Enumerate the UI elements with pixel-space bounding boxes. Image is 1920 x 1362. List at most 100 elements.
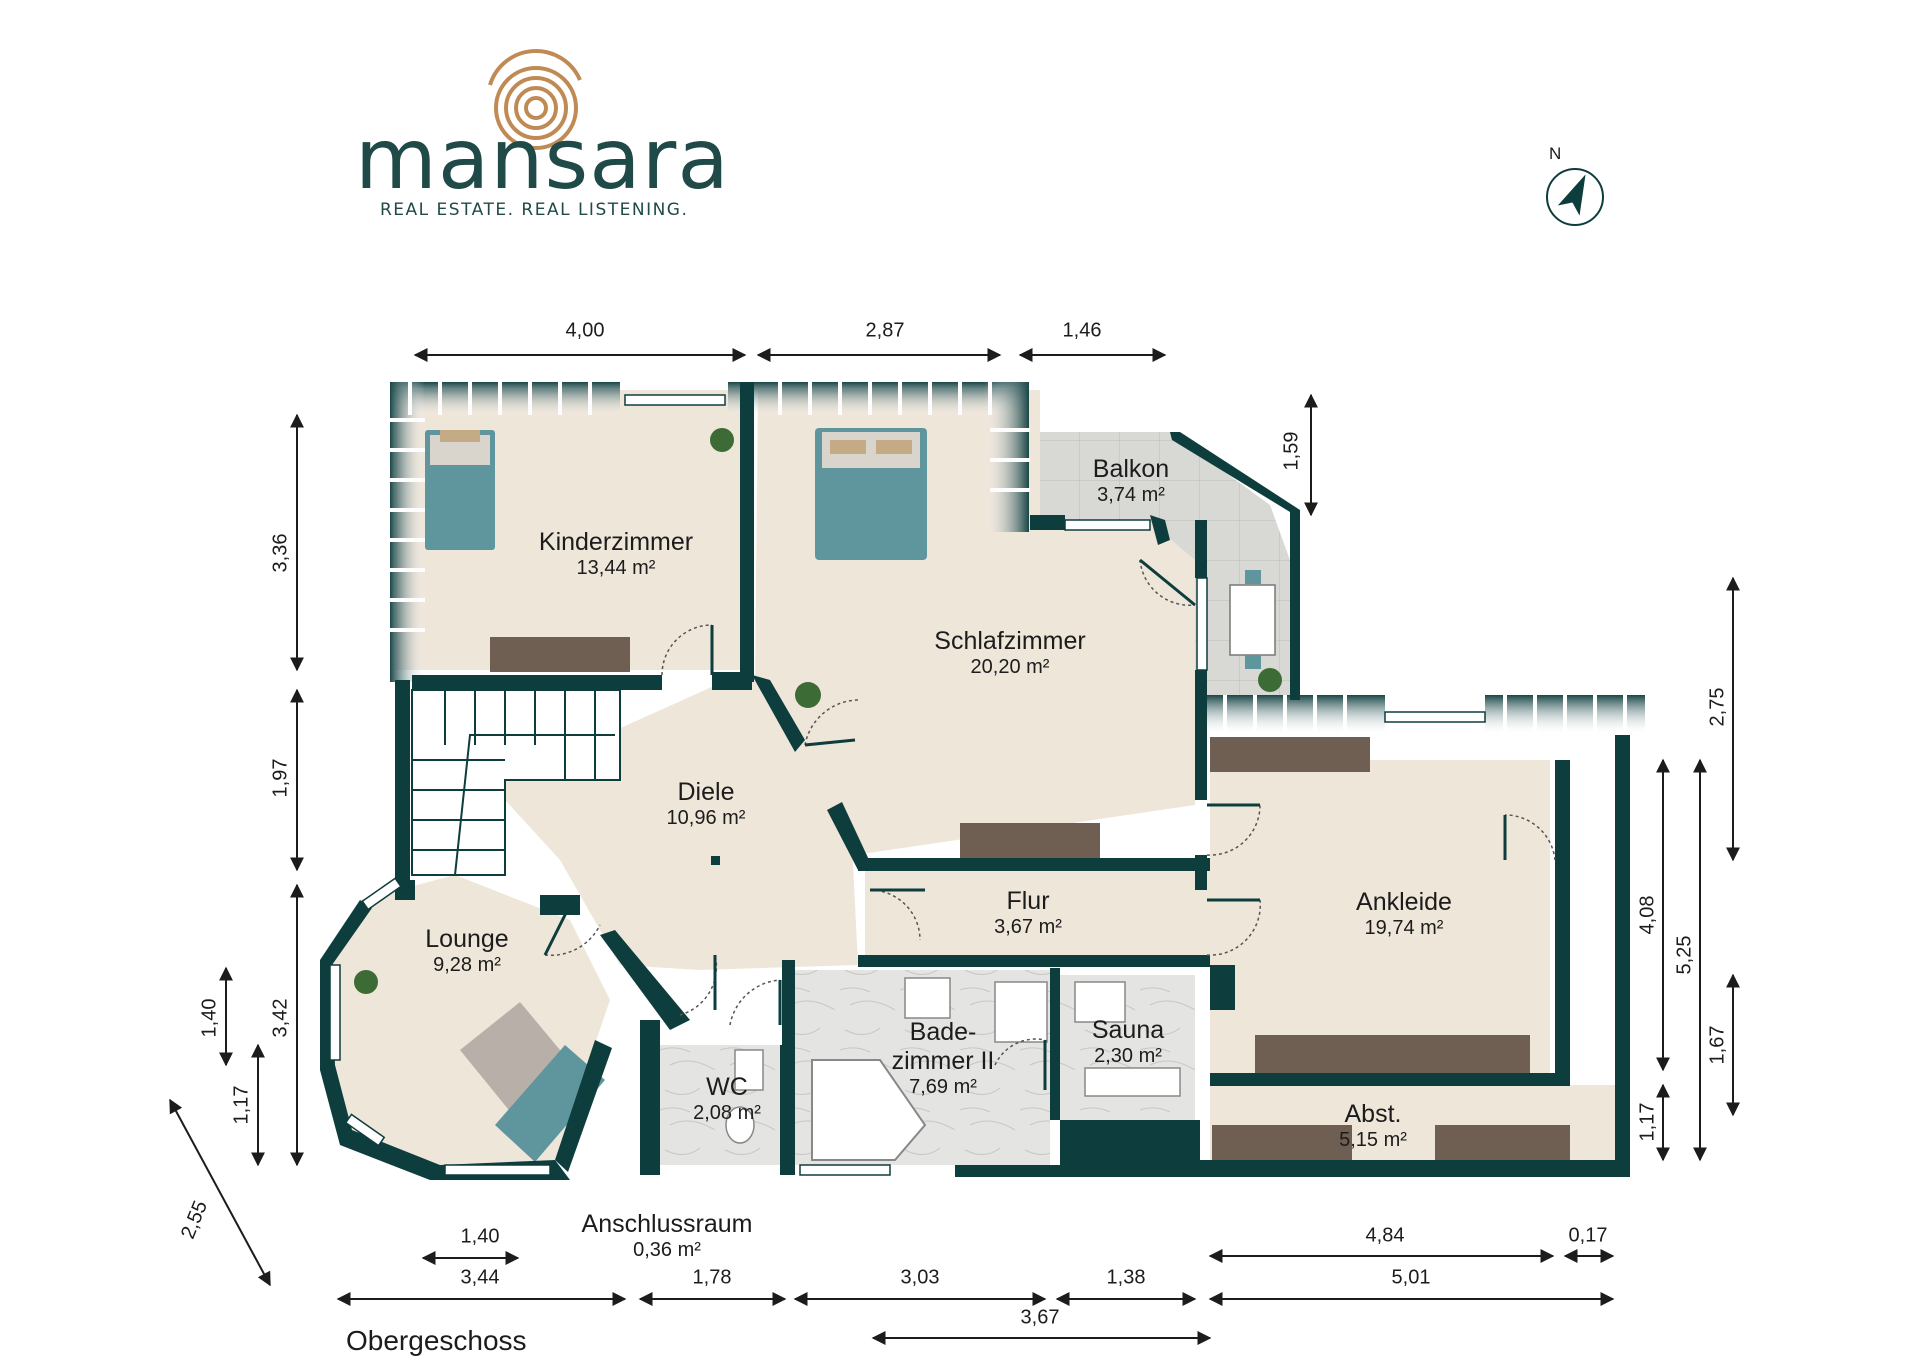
room-flur: Flur 3,67 m² [994, 887, 1062, 939]
dim-top-kinderzimmer: 4,00 [565, 319, 605, 342]
dim-left-1-17: 1,17 [230, 1085, 253, 1125]
brand-tagline: REAL ESTATE. REAL LISTENING. [380, 200, 689, 220]
dim-bottom-1-40: 1,40 [460, 1225, 500, 1248]
dim-right-2-75: 2,75 [1706, 687, 1729, 727]
dim-bottom-1-38: 1,38 [1106, 1266, 1146, 1289]
floor-flur [865, 870, 1210, 960]
room-name-line2: zimmer II [891, 1047, 995, 1075]
room-area: 9,28 m² [433, 954, 501, 976]
door-leaves [543, 558, 1507, 1090]
compass-icon [1546, 168, 1604, 226]
dim-top-schlafzimmer: 2,87 [865, 319, 905, 342]
staircase [411, 689, 621, 876]
shelf-abst-left [1212, 1125, 1352, 1163]
dim-right-1-17: 1,17 [1636, 1102, 1659, 1142]
plant-icon [354, 970, 378, 994]
dim-left-1-40: 1,40 [198, 998, 221, 1038]
room-area: 20,20 m² [970, 656, 1050, 678]
room-anschlussraum: Anschlussraum 0,36 m² [582, 1210, 753, 1262]
walls [320, 382, 1630, 1180]
dim-bottom-1-78: 1,78 [692, 1266, 732, 1289]
fingerprint-logo-icon [488, 48, 582, 150]
room-name: Abst. [1344, 1100, 1402, 1128]
sauna-bench [1084, 1067, 1181, 1097]
dim-left-3-36: 3,36 [269, 533, 292, 573]
desk-kinderzimmer [490, 637, 630, 672]
room-kinderzimmer: Kinderzimmer 13,44 m² [539, 528, 693, 580]
room-wc: WC 2,08 m² [693, 1073, 761, 1125]
balcony-table [1229, 584, 1276, 656]
room-ankleide: Ankleide 19,74 m² [1356, 888, 1452, 940]
room-balkon: Balkon 3,74 m² [1093, 455, 1169, 507]
plant-icon [795, 682, 821, 708]
room-name: Kinderzimmer [538, 528, 694, 556]
dim-right-5-25: 5,25 [1673, 935, 1696, 975]
room-name: Balkon [1092, 455, 1170, 483]
room-area: 2,08 m² [693, 1102, 761, 1124]
toilet [725, 1106, 755, 1144]
floor-ankleide [1210, 760, 1550, 1075]
doors [544, 559, 1556, 1066]
room-area: 3,74 m² [1097, 484, 1165, 506]
wc-sink [734, 1049, 764, 1091]
plant-icon [710, 428, 734, 452]
room-name-line1: Bade- [909, 1018, 977, 1046]
dim-bottom-4-84: 4,84 [1365, 1224, 1405, 1247]
floor-balkon [1040, 432, 1290, 695]
sideboard-schlafzimmer [960, 823, 1100, 860]
room-diele: Diele 10,96 m² [667, 778, 746, 830]
room-schlafzimmer: Schlafzimmer 20,20 m² [934, 627, 1085, 679]
wardrobe-top [1210, 737, 1370, 772]
chimney-marker [711, 856, 720, 865]
room-name: Ankleide [1356, 888, 1452, 916]
room-name: WC [706, 1073, 748, 1101]
room-lounge: Lounge 9,28 m² [425, 925, 508, 977]
room-area: 5,15 m² [1339, 1129, 1407, 1151]
room-name: Flur [1006, 887, 1050, 915]
plant-icon [1258, 668, 1282, 692]
room-area: 10,96 m² [666, 807, 746, 829]
brand-block: mansara REAL ESTATE. REAL LISTENING. [355, 50, 729, 230]
room-area: 7,69 m² [909, 1076, 977, 1098]
dim-left-1-97: 1,97 [269, 758, 292, 798]
sink-bad [904, 977, 951, 1019]
compass-north-label: N [1549, 144, 1562, 163]
shelf-abst-right [1435, 1125, 1570, 1163]
dimension-lines [169, 348, 1740, 1345]
wardrobe-bottom [1255, 1035, 1530, 1073]
room-badezimmer: Bade- zimmer II 7,69 m² [892, 1018, 995, 1099]
room-sauna: Sauna 2,30 m² [1092, 1016, 1164, 1068]
bathtub [811, 1059, 927, 1161]
dim-right-1-67: 1,67 [1706, 1025, 1729, 1065]
dim-bottom-0-17: 0,17 [1568, 1224, 1608, 1247]
room-area: 0,36 m² [633, 1239, 701, 1261]
dim-bottom-3-67: 3,67 [1020, 1306, 1060, 1329]
room-area: 3,67 m² [994, 916, 1062, 938]
room-name: Diele [677, 778, 735, 806]
sauna-heater [1074, 981, 1126, 1023]
shower [994, 981, 1048, 1043]
dim-right-4-08: 4,08 [1636, 895, 1659, 935]
room-area: 2,30 m² [1094, 1045, 1162, 1067]
room-area: 19,74 m² [1364, 917, 1444, 939]
dim-right-1-59: 1,59 [1280, 431, 1303, 471]
dim-bottom-3-44: 3,44 [460, 1266, 500, 1289]
room-name: Schlafzimmer [934, 627, 1086, 655]
roof-slopes [390, 382, 1645, 735]
brand-name: mansara [355, 110, 730, 208]
furniture [354, 428, 1570, 1163]
room-name: Sauna [1091, 1016, 1165, 1044]
windows [329, 394, 1486, 1176]
sofa-lounge [495, 1045, 605, 1162]
dim-top-balkon: 1,46 [1062, 319, 1102, 342]
room-abst: Abst. 5,15 m² [1339, 1100, 1407, 1152]
dim-left-3-42: 3,42 [269, 998, 292, 1038]
dim-bottom-5-01: 5,01 [1391, 1266, 1431, 1289]
room-area: 13,44 m² [576, 557, 656, 579]
floor-label: Obergeschoss [346, 1325, 527, 1356]
room-name: Anschlussraum [581, 1210, 753, 1238]
room-name: Lounge [425, 925, 509, 953]
dim-bottom-3-03: 3,03 [900, 1266, 940, 1289]
